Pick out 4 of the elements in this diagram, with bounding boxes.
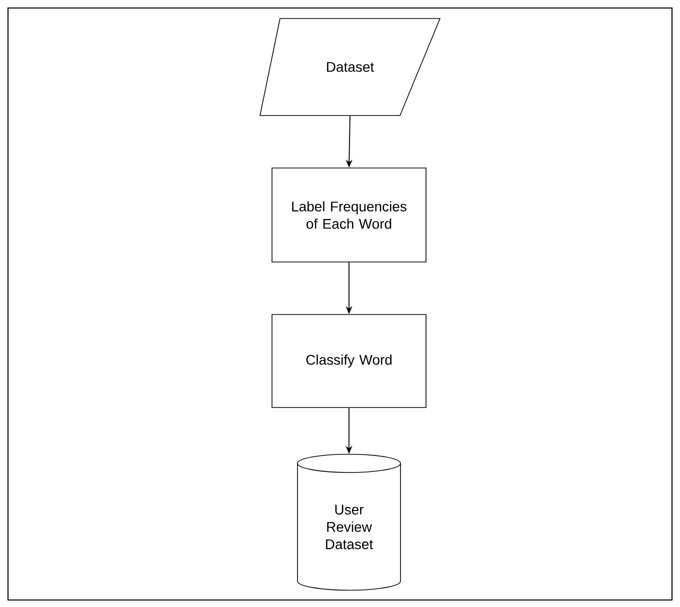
process-box: Classify Word	[272, 314, 426, 408]
process-box: Label Frequencies of Each Word	[272, 168, 426, 262]
data-parallelogram: Dataset	[260, 18, 441, 116]
database-cylinder: User Review Dataset	[297, 454, 401, 591]
